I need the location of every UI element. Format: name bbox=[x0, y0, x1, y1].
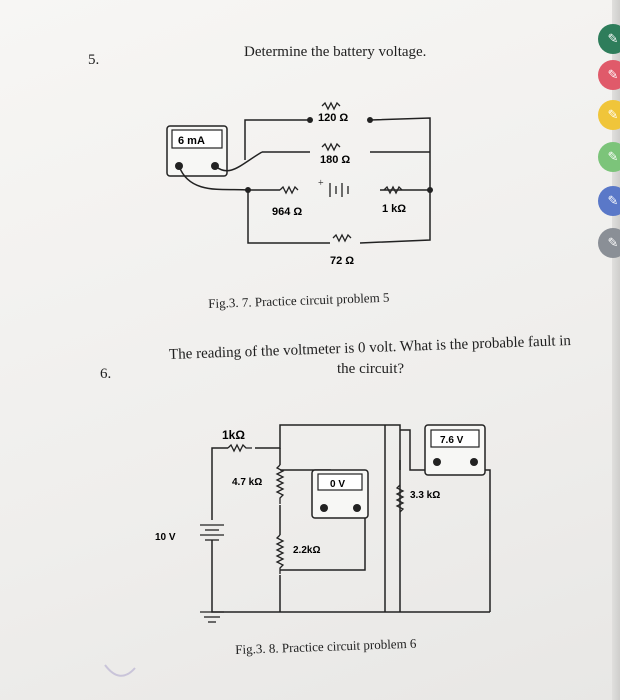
resistor-3-3k bbox=[395, 484, 405, 513]
page-mark bbox=[104, 664, 136, 677]
resistor-3-3k-label: 3.3 kΩ bbox=[410, 490, 440, 501]
pen-icon: ✎ bbox=[607, 67, 619, 83]
resistor-120-label: 120 Ω bbox=[318, 112, 348, 124]
tab-pen-blue[interactable]: ✎ bbox=[598, 186, 620, 216]
problem-5-number: 5. bbox=[88, 52, 100, 68]
voltmeter-2: 7.6 V bbox=[424, 424, 486, 476]
battery-plus-sign: + bbox=[318, 178, 324, 189]
resistor-180 bbox=[321, 142, 341, 152]
resistor-72 bbox=[332, 233, 352, 243]
resistor-1k bbox=[383, 185, 403, 195]
ammeter: 6 mA bbox=[166, 125, 228, 177]
voltmeter-1-reading: 0 V bbox=[330, 479, 345, 490]
page-edge bbox=[612, 0, 620, 700]
tab-pen-green[interactable]: ✎ bbox=[598, 24, 620, 54]
problem-6-number: 6. bbox=[100, 366, 112, 382]
circuit-5-wires bbox=[178, 117, 431, 244]
resistor-1k-p6 bbox=[227, 443, 252, 453]
resistor-964 bbox=[279, 185, 299, 195]
problem-5-question: Determine the battery voltage. bbox=[244, 44, 427, 60]
source-label: 10 V bbox=[155, 532, 176, 543]
tab-pen-yellow[interactable]: ✎ bbox=[598, 100, 620, 130]
resistor-1k-p6-label: 1kΩ bbox=[222, 428, 245, 442]
tab-pen-red[interactable]: ✎ bbox=[598, 60, 620, 90]
resistor-2-2k bbox=[275, 534, 285, 574]
problem-6-question-line-2: the circuit? bbox=[337, 361, 405, 377]
voltmeter-2-reading: 7.6 V bbox=[440, 435, 464, 446]
pen-icon: ✎ bbox=[607, 149, 619, 165]
annotation-tool-tabs: ✎ ✎ ✎ ✎ ✎ ✎ bbox=[592, 0, 620, 260]
pen-icon: ✎ bbox=[607, 107, 619, 123]
resistor-1k-label: 1 kΩ bbox=[382, 203, 406, 215]
resistor-4-7k bbox=[275, 464, 285, 504]
pen-icon: ✎ bbox=[607, 31, 619, 47]
ammeter-reading: 6 mA bbox=[178, 135, 205, 147]
resistor-120 bbox=[321, 101, 341, 111]
pen-icon: ✎ bbox=[607, 235, 619, 251]
resistor-180-label: 180 Ω bbox=[320, 154, 350, 166]
tab-pen-light-green[interactable]: ✎ bbox=[598, 142, 620, 172]
tab-pen-gray[interactable]: ✎ bbox=[598, 228, 620, 258]
voltmeter-1: 0 V bbox=[311, 469, 369, 519]
resistor-2-2k-label: 2.2kΩ bbox=[293, 545, 320, 556]
resistor-4-7k-label: 4.7 kΩ bbox=[232, 477, 262, 488]
resistor-72-label: 72 Ω bbox=[330, 255, 354, 267]
pen-icon: ✎ bbox=[607, 193, 619, 209]
resistor-964-label: 964 Ω bbox=[272, 206, 302, 218]
